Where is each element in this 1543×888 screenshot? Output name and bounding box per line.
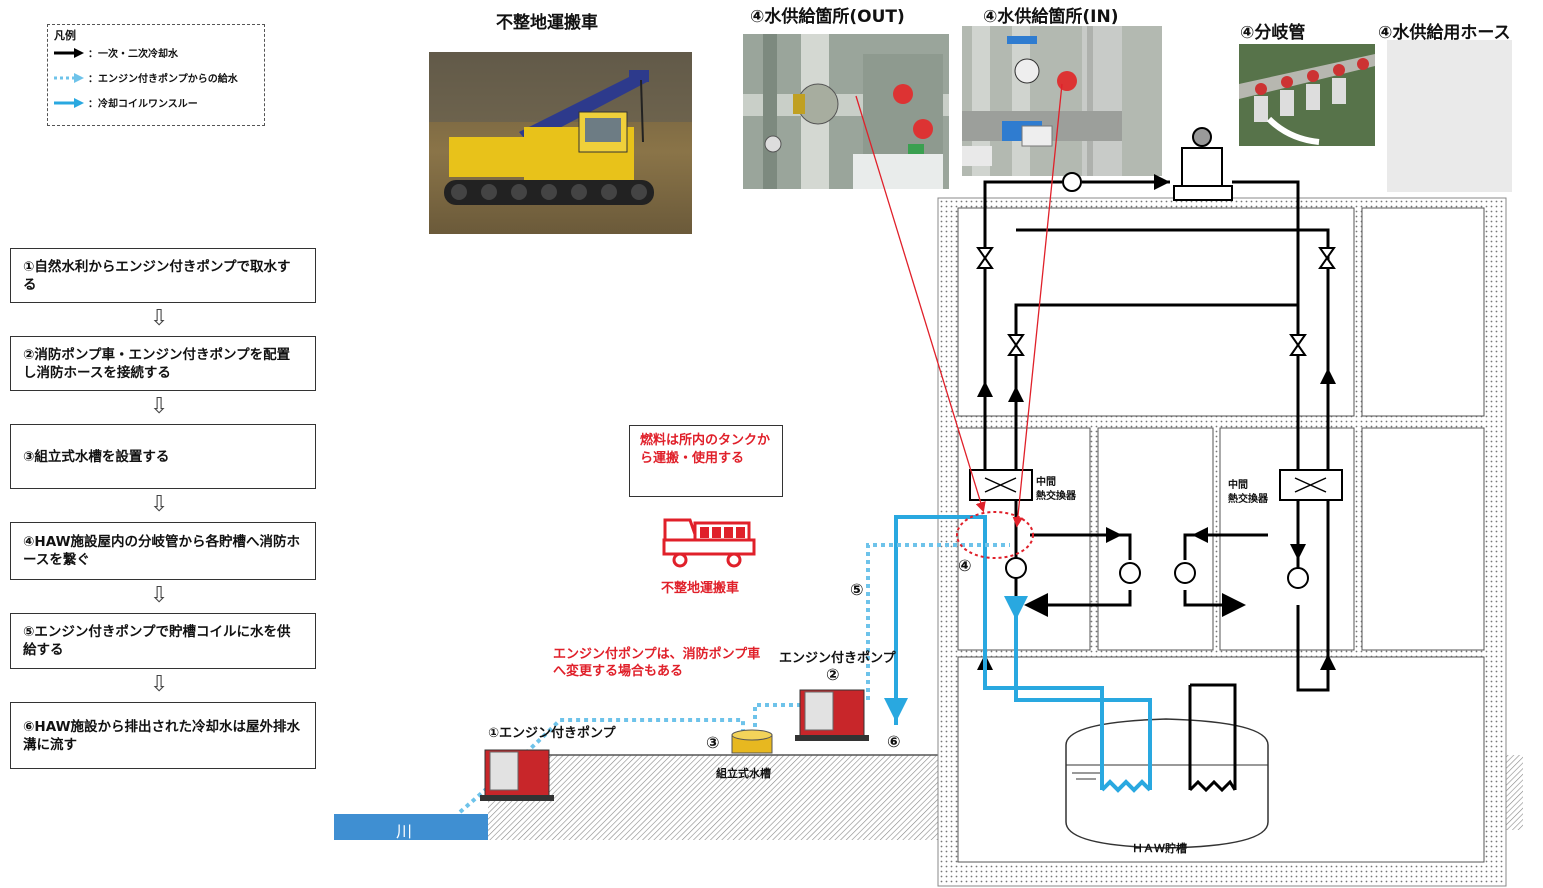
truck-label: 不整地運搬車 xyxy=(661,581,740,596)
pump2-number: ② xyxy=(826,665,840,684)
out-photo-title: ④水供給箇所(OUT) xyxy=(750,7,905,27)
step-5: ⑤エンジン付きポンプで貯槽コイルに水を供給する xyxy=(10,613,316,669)
pump-icon xyxy=(1119,562,1141,584)
step-text: ①自然水利からエンジン付きポンプで取水する xyxy=(23,258,291,293)
legend-label: ：エンジン付きポンプからの給水 xyxy=(88,74,238,85)
river xyxy=(334,814,488,840)
engine-pump-2 xyxy=(795,689,869,741)
legend: 凡例 ：一次・二次冷却水 ：エンジン付きポンプからの給水 ：冷却コイルワンスルー xyxy=(47,24,265,126)
cell xyxy=(957,207,1355,417)
down-arrow-icon: ⇩ xyxy=(150,492,169,517)
hx-left-label-2: 熱交換器 xyxy=(1036,491,1076,502)
step-1: ①自然水利からエンジン付きポンプで取水する xyxy=(10,248,316,303)
hx-left-label-1: 中間 xyxy=(1036,477,1056,488)
legend-item-primary: ：一次・二次冷却水 xyxy=(54,45,178,60)
haw-tank xyxy=(1065,718,1269,849)
step-text: ⑤エンジン付きポンプで貯槽コイルに水を供給する xyxy=(23,624,291,658)
vehicle-photo-title: 不整地運搬車 xyxy=(496,13,598,33)
down-arrow-icon: ⇩ xyxy=(150,394,169,419)
in-photo xyxy=(962,26,1162,176)
fuel-note: 燃料は所内のタンクから運搬・使用する xyxy=(629,425,783,497)
pump1-label: ①エンジン付きポンプ xyxy=(488,726,616,741)
vehicle-photo xyxy=(429,52,692,234)
legend-label: ：冷却コイルワンスルー xyxy=(88,99,198,110)
coil-supply-number: ⑤ xyxy=(850,580,864,599)
pump-icon xyxy=(1005,557,1027,579)
step-text: ③組立式水槽を設置する xyxy=(23,448,170,465)
valve-icon xyxy=(1318,247,1336,269)
hose-photo-title: ④水供給用ホース xyxy=(1378,23,1511,43)
step-2: ②消防ポンプ車・エンジン付きポンプを配置し消防ホースを接続する xyxy=(10,336,316,391)
drain-number: ⑥ xyxy=(887,732,901,751)
ground xyxy=(488,755,938,840)
step-6: ⑥HAW施設から排出された冷却水は屋外排水溝に流す xyxy=(10,702,316,769)
step-4: ④HAW施設屋内の分岐管から各貯槽へ消防ホースを繋ぐ xyxy=(10,522,316,580)
river-label: 川 xyxy=(396,822,413,841)
blue-arrow-icon xyxy=(54,97,84,108)
cell xyxy=(1361,207,1485,417)
branch-photo-title: ④分岐管 xyxy=(1240,23,1306,43)
legend-item-coil: ：冷却コイルワンスルー xyxy=(54,95,198,110)
hx-right-label-1: 中間 xyxy=(1228,480,1248,491)
step-text: ④HAW施設屋内の分岐管から各貯槽へ消防ホースを繋ぐ xyxy=(23,534,300,568)
legend-title: 凡例 xyxy=(54,29,76,42)
down-arrow-icon: ⇩ xyxy=(150,672,169,697)
legend-label: ：一次・二次冷却水 xyxy=(88,49,178,60)
pump-icon xyxy=(1174,562,1196,584)
pump2-label: エンジン付きポンプ xyxy=(779,651,896,666)
ground-right xyxy=(1505,755,1523,830)
hx-right-label-2: 熱交換器 xyxy=(1228,494,1268,505)
haw-tank-label: ＨＡＷ貯槽 xyxy=(1132,842,1187,855)
tower-fan-icon xyxy=(1173,127,1233,201)
valve-icon xyxy=(976,247,994,269)
branch-photo xyxy=(1239,44,1375,146)
step-text: ⑥HAW施設から排出された冷却水は屋外排水溝に流す xyxy=(23,718,300,753)
step-text: ②消防ポンプ車・エンジン付きポンプを配置し消防ホースを接続する xyxy=(23,346,291,381)
in-photo-title: ④水供給箇所(IN) xyxy=(983,7,1119,27)
hose-photo xyxy=(1387,40,1512,192)
highlight-ring xyxy=(956,511,1034,559)
cell xyxy=(1361,427,1485,651)
cell xyxy=(1097,427,1214,651)
tank-number: ③ xyxy=(706,733,720,752)
down-arrow-icon: ⇩ xyxy=(150,306,169,331)
pump-change-note: エンジン付ポンプは、消防ポンプ車へ変更する場合もある xyxy=(553,647,761,679)
pump-icon xyxy=(1062,172,1082,192)
cell xyxy=(1219,427,1355,651)
down-arrow-icon: ⇩ xyxy=(150,583,169,608)
legend-item-pump: ：エンジン付きポンプからの給水 xyxy=(54,70,238,85)
tank-icon xyxy=(731,729,773,754)
pump-icon xyxy=(1287,567,1309,589)
truck-icon xyxy=(662,518,756,568)
valve-icon xyxy=(1007,334,1025,356)
step-3: ③組立式水槽を設置する xyxy=(10,424,316,489)
dotted-blue-arrow-icon xyxy=(54,72,84,83)
engine-pump-1 xyxy=(480,749,554,801)
valve-icon xyxy=(1289,334,1307,356)
tank-label: 組立式水槽 xyxy=(716,767,771,780)
supply-point-number: ④ xyxy=(958,556,972,575)
black-arrow-icon xyxy=(54,47,84,58)
